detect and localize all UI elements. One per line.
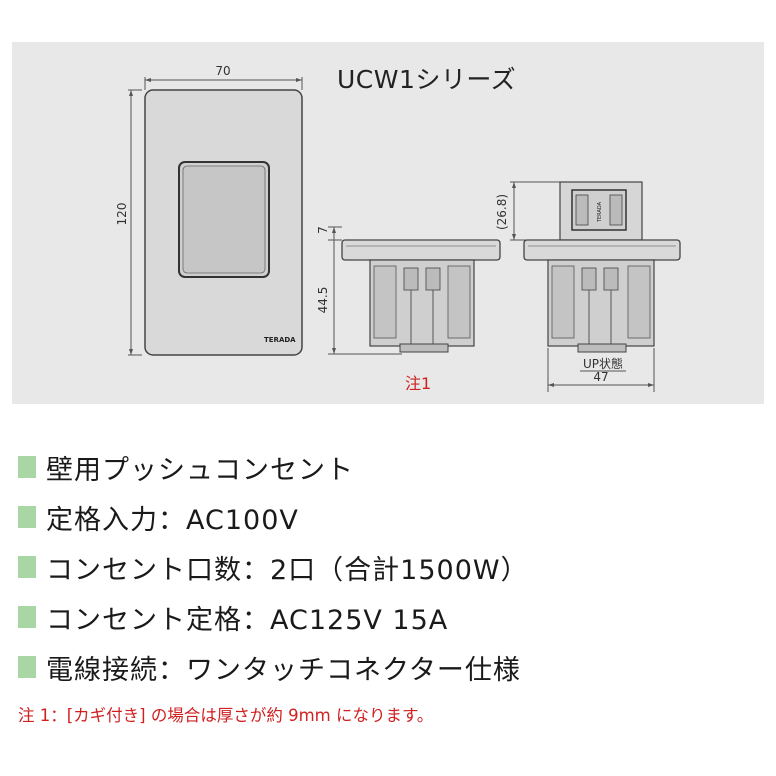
footnote: 注 1：[カギ付き] の場合は厚さが約 9mm になります。 (18, 706, 434, 725)
feature-item: コンセント定格：AC125V 15A (18, 592, 758, 642)
dim-depth-body: 44.5 (316, 287, 330, 314)
technical-drawing: 70 120 TERADA 7 44.5 (115, 64, 681, 392)
feature-item: 壁用プッシュコンセント (18, 442, 758, 492)
plate-logo: TERADA (264, 336, 296, 344)
series-title: UCW1シリーズ (337, 65, 517, 94)
front-view: 70 120 TERADA (115, 64, 303, 356)
feature-item: コンセント口数：2口（合計1500W） (18, 542, 758, 592)
dim-depth-top: 7 (316, 226, 330, 234)
bullet-square-icon (18, 656, 36, 678)
feature-text: 壁用プッシュコンセント (46, 454, 354, 486)
feature-list: 壁用プッシュコンセント 定格入力：AC100V コンセント口数：2口（合計150… (18, 442, 758, 692)
bullet-square-icon (18, 456, 36, 478)
dim-width: 70 (215, 64, 230, 78)
side-view: 7 44.5 (316, 226, 501, 355)
feature-text: コンセント定格：AC125V 15A (46, 604, 449, 636)
bullet-square-icon (18, 606, 36, 628)
dim-bottom-width: 47 (593, 370, 608, 384)
up-label: UP状態 (583, 356, 623, 371)
feature-item: 定格入力：AC100V (18, 492, 758, 542)
up-view: (26.8) TERADA UP状態 47 (495, 181, 681, 392)
diagram-panel: 70 120 TERADA 7 44.5 (12, 42, 764, 404)
dim-height: 120 (115, 203, 129, 226)
feature-text: 電線接続：ワンタッチコネクター仕様 (46, 654, 521, 686)
dim-protrusion: (26.8) (495, 194, 509, 230)
bullet-square-icon (18, 506, 36, 528)
feature-item: 電線接続：ワンタッチコネクター仕様 (18, 642, 758, 692)
note-mark: 注1 (405, 374, 432, 393)
feature-text: 定格入力：AC100V (46, 504, 299, 536)
socket-logo: TERADA (597, 201, 603, 223)
bullet-square-icon (18, 556, 36, 578)
feature-text: コンセント口数：2口（合計1500W） (46, 554, 529, 586)
